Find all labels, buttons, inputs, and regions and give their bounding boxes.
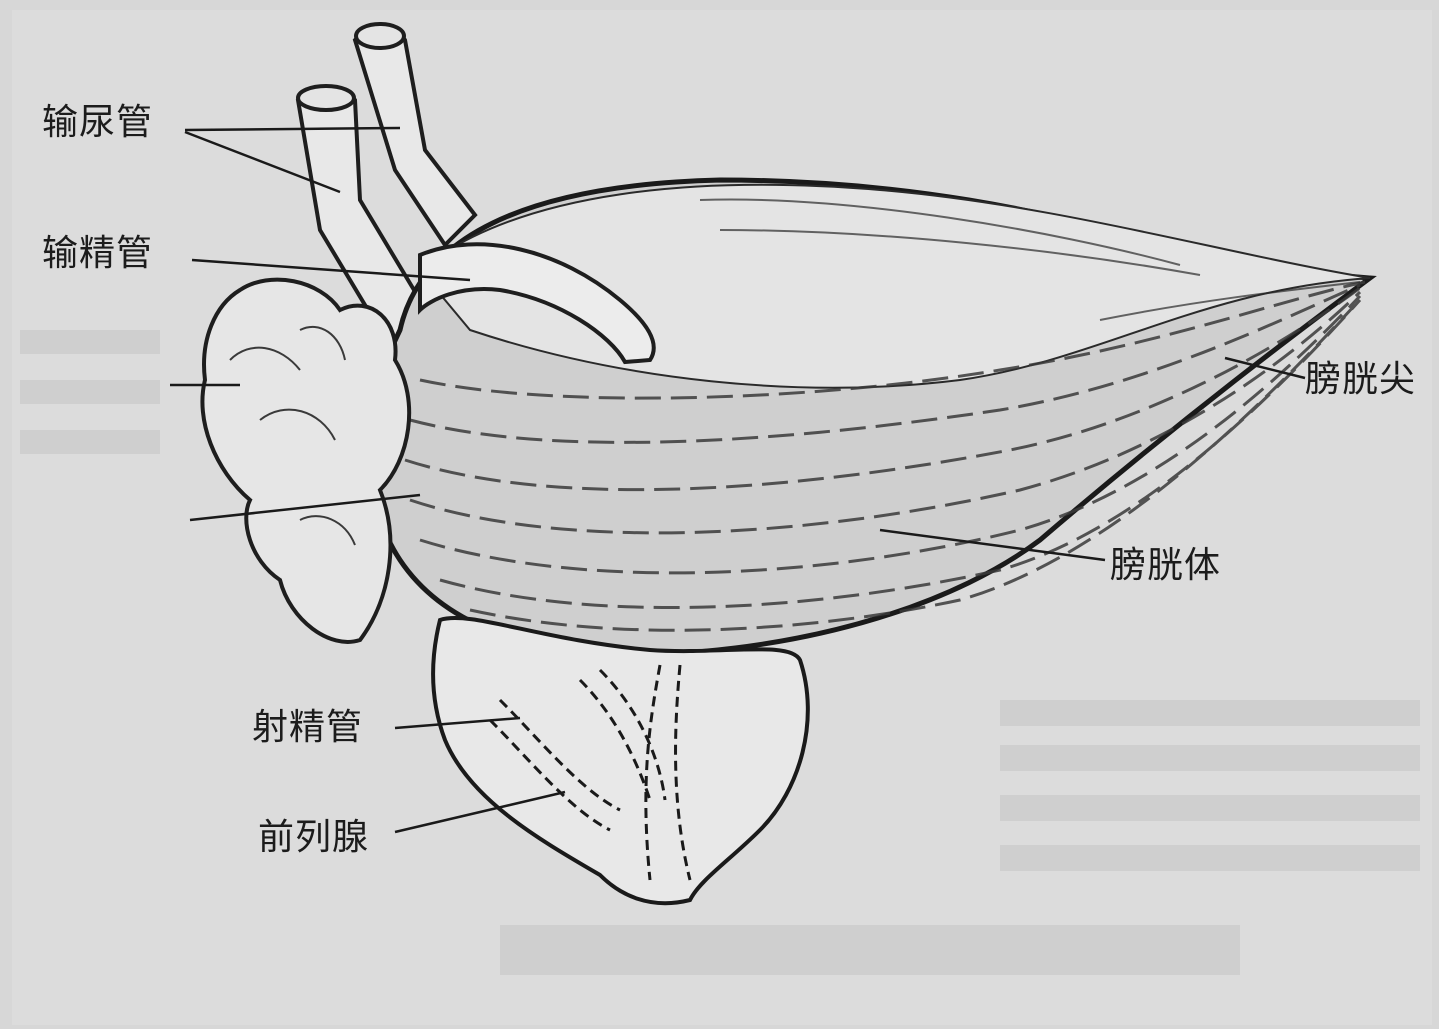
- label-prostate: 前列腺: [258, 820, 369, 856]
- label-ejaculatory-duct: 射精管: [252, 710, 363, 746]
- label-vas-deferens: 输精管: [42, 236, 153, 272]
- label-bladder-apex: 膀胱尖: [1305, 362, 1416, 398]
- label-ureter: 输尿管: [42, 105, 153, 141]
- label-bladder-body: 膀胱体: [1110, 548, 1221, 584]
